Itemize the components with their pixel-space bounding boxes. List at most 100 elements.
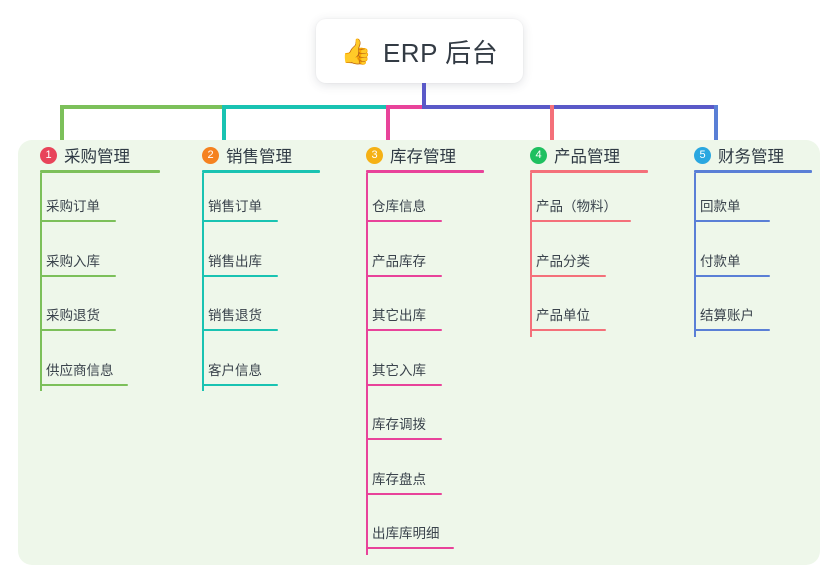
branch-header-rule <box>530 170 648 173</box>
leaf-node[interactable]: 其它入库 <box>366 359 442 386</box>
leaf-node[interactable]: 采购订单 <box>40 195 116 222</box>
leaf-rule <box>694 274 770 277</box>
leaf-rule <box>694 220 770 222</box>
leaf-node[interactable]: 采购退货 <box>40 304 116 331</box>
leaf-label: 库存盘点 <box>372 471 426 487</box>
thumbs-up-icon: 👍 <box>340 36 372 66</box>
leaf-label: 产品单位 <box>536 308 590 323</box>
branch-header-4[interactable]: 4 产品管理 <box>508 140 660 170</box>
leaf-node[interactable]: 产品（物料） <box>530 195 631 222</box>
leaf-node[interactable]: 销售订单 <box>202 195 278 222</box>
leaf-rule <box>40 383 128 386</box>
leaf-label: 产品分类 <box>536 253 590 269</box>
leaf-node[interactable]: 回款单 <box>694 195 770 222</box>
leaf-label: 销售出库 <box>208 253 262 269</box>
leaf-node[interactable]: 仓库信息 <box>366 195 442 222</box>
branch-title: 财务管理 <box>718 148 784 166</box>
bus-segment-root <box>422 105 718 109</box>
leaf-rule <box>366 329 442 331</box>
leaf-label: 采购入库 <box>46 253 100 269</box>
leaf-node[interactable]: 其它出库 <box>366 304 442 331</box>
leaf-node[interactable]: 库存调拨 <box>366 413 442 440</box>
branch-spine <box>366 173 368 555</box>
leaf-node[interactable]: 客户信息 <box>202 359 278 386</box>
branch-header-5[interactable]: 5 财务管理 <box>672 140 812 170</box>
leaf-rule <box>366 220 442 222</box>
leaf-rule <box>366 274 442 277</box>
leaf-label: 付款单 <box>700 253 741 269</box>
root-node[interactable]: 👍 ERP 后台 <box>316 19 523 83</box>
leaf-rule <box>40 274 116 277</box>
leaf-label: 销售退货 <box>208 308 262 323</box>
leaf-rule <box>40 329 116 331</box>
root-stem-connector <box>422 83 426 108</box>
branch-body: 销售订单销售出库销售退货客户信息 <box>180 173 332 420</box>
branch-title: 产品管理 <box>554 148 620 166</box>
branch-title: 销售管理 <box>226 148 292 166</box>
leaf-node[interactable]: 出库库明细 <box>366 522 454 549</box>
drop-connector-3 <box>386 105 390 143</box>
leaf-rule <box>366 547 454 549</box>
leaf-node[interactable]: 付款单 <box>694 250 770 277</box>
leaf-label: 回款单 <box>700 199 741 214</box>
leaf-label: 客户信息 <box>208 362 262 378</box>
leaf-label: 仓库信息 <box>372 199 426 214</box>
leaf-node[interactable]: 销售出库 <box>202 250 278 277</box>
leaf-rule <box>366 492 442 495</box>
bus-segment-1 <box>60 105 226 109</box>
root-title: ERP 后台 <box>382 37 499 68</box>
leaf-label: 其它入库 <box>372 362 426 378</box>
leaf-label: 供应商信息 <box>46 362 114 378</box>
leaf-rule <box>40 220 116 222</box>
leaf-label: 出库库明细 <box>372 526 440 541</box>
branch-number-badge: 5 <box>694 146 711 164</box>
leaf-node[interactable]: 结算账户 <box>694 304 770 331</box>
leaf-rule <box>202 220 278 222</box>
branch-title: 采购管理 <box>64 148 130 166</box>
branch-column-5: 5 财务管理回款单付款单结算账户 <box>672 140 812 366</box>
leaf-rule <box>366 438 442 440</box>
leaf-node[interactable]: 采购入库 <box>40 250 116 277</box>
leaf-node[interactable]: 产品分类 <box>530 250 606 277</box>
leaf-rule <box>366 383 442 386</box>
leaf-label: 采购订单 <box>46 199 100 214</box>
branch-title: 库存管理 <box>390 148 456 166</box>
leaf-rule <box>202 329 278 331</box>
leaf-rule <box>694 329 770 331</box>
bus-segment-2 <box>222 105 390 109</box>
leaf-rule <box>530 220 631 222</box>
leaf-label: 库存调拨 <box>372 417 426 432</box>
branch-number-badge: 4 <box>530 146 547 164</box>
branch-body: 回款单付款单结算账户 <box>672 173 812 366</box>
leaf-node[interactable]: 产品库存 <box>366 250 442 277</box>
leaf-node[interactable]: 供应商信息 <box>40 359 128 386</box>
drop-connector-1 <box>60 105 64 143</box>
leaf-node[interactable]: 销售退货 <box>202 304 278 331</box>
leaf-label: 产品（物料） <box>536 199 617 214</box>
branch-body: 采购订单采购入库采购退货供应商信息 <box>18 173 168 420</box>
leaf-label: 销售订单 <box>208 199 262 214</box>
leaf-label: 结算账户 <box>700 308 754 323</box>
branch-spine <box>694 173 696 337</box>
leaf-node[interactable]: 库存盘点 <box>366 468 442 495</box>
branch-column-4: 4 产品管理产品（物料） 产品分类产品单位 <box>508 140 660 366</box>
leaf-rule <box>202 274 278 277</box>
leaf-node[interactable]: 产品单位 <box>530 304 606 331</box>
drop-connector-2 <box>222 105 226 143</box>
branch-spine <box>530 173 532 337</box>
branch-spine <box>202 173 204 391</box>
leaf-rule <box>530 274 606 277</box>
leaf-rule <box>202 383 278 386</box>
drop-connector-4 <box>550 105 554 143</box>
branch-body: 仓库信息产品库存其它出库其它入库库存调拨库存盘点出库库明细 <box>344 173 496 584</box>
branch-header-rule <box>366 170 484 173</box>
leaf-label: 产品库存 <box>372 253 426 269</box>
